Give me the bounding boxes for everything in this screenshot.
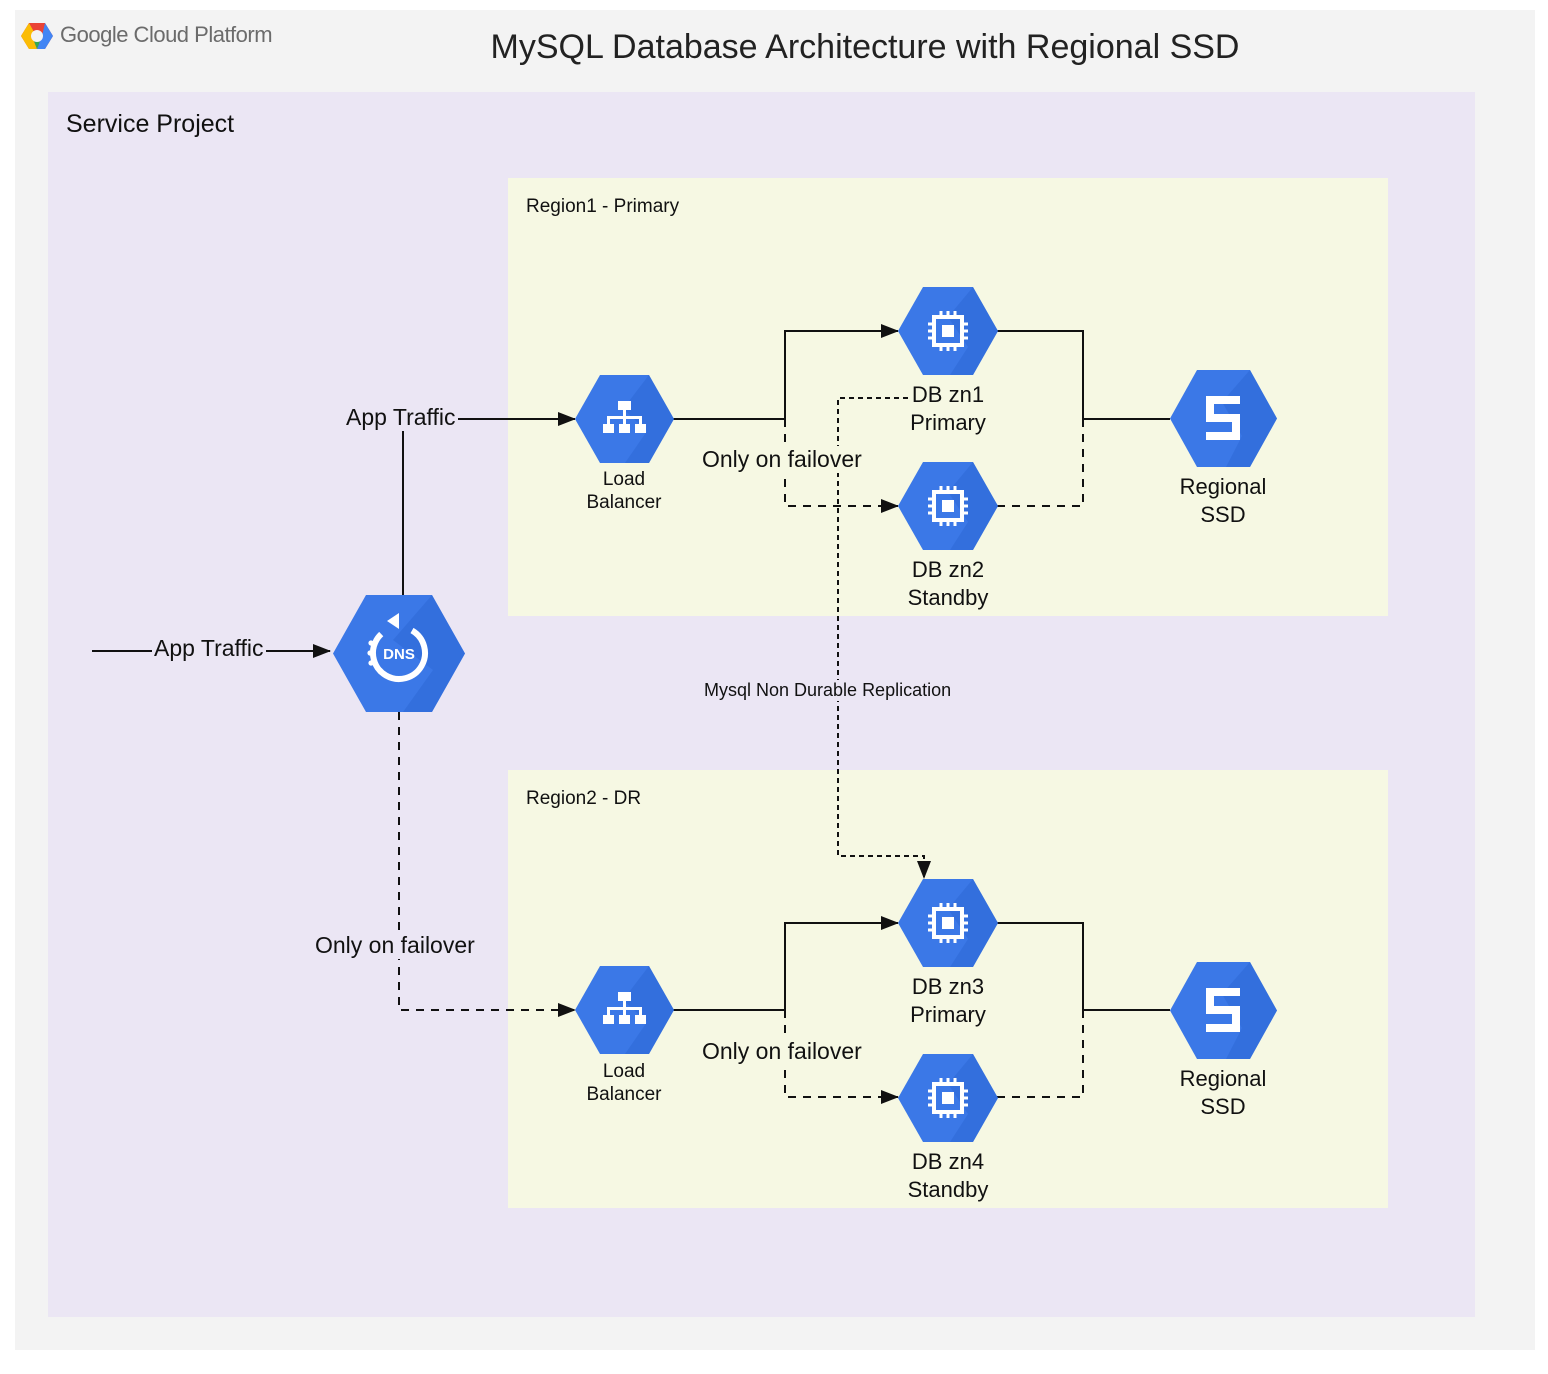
lb2-label-line1: Load: [602, 1061, 646, 1082]
db-zn3-label-line1: DB zn3: [911, 974, 985, 999]
ssd2-label-line1: Regional: [1179, 1066, 1267, 1091]
db-zn4-label-line2: Standby: [907, 1177, 989, 1202]
db-zn1-label-line1: DB zn1: [911, 382, 985, 407]
db-zn1-label-line2: Primary: [910, 410, 986, 435]
diagram-title: MySQL Database Architecture with Regiona…: [490, 28, 1240, 66]
edge-db2-to-ssd1: [997, 419, 1084, 507]
ssd2-label-line2: SSD: [1200, 1094, 1246, 1119]
compute-engine-icon: [898, 462, 998, 550]
lb1-label-line2: Balancer: [586, 492, 662, 513]
region2-failover-label: Only on failover: [700, 1038, 864, 1065]
ssd1-label-line1: Regional: [1179, 474, 1267, 499]
replication-label: Mysql Non Durable Replication: [702, 680, 954, 701]
load-balancer-icon: [575, 375, 674, 463]
edge-db3-to-ssd2: [997, 922, 1170, 1011]
compute-engine-icon: [898, 1054, 998, 1142]
db-zn2-label-line1: DB zn2: [911, 557, 985, 582]
db-zn4-label-line1: DB zn4: [911, 1149, 985, 1174]
ssd1-label: Regional SSD: [1162, 473, 1284, 529]
edge-db1-to-ssd1: [997, 330, 1170, 420]
compute-engine-icon: [898, 879, 998, 967]
compute-engine-icon: [898, 287, 998, 375]
lb1-label-line1: Load: [602, 469, 646, 490]
app-traffic-in-label: App Traffic: [152, 635, 266, 662]
edge-lb2-to-db3: [673, 916, 899, 1011]
edge-dns-failover-to-lb2: [398, 712, 576, 1017]
edge-replication: [837, 397, 931, 879]
db-zn3-label-line2: Primary: [910, 1002, 986, 1027]
edge-dns-to-lb1: [402, 412, 576, 595]
lb2-label-line2: Balancer: [586, 1084, 662, 1105]
region1-label: Region1 - Primary: [526, 196, 680, 217]
edge-db4-to-ssd2: [997, 1010, 1084, 1098]
gcp-brand-text: Google Cloud Platform: [60, 22, 273, 47]
region2-label: Region2 - DR: [526, 788, 642, 809]
db-zn2-label: DB zn2 Standby: [888, 556, 1008, 612]
ssd2-label: Regional SSD: [1162, 1065, 1284, 1121]
dns-failover-label: Only on failover: [313, 932, 477, 959]
cloud-dns-icon: DNS: [333, 595, 465, 712]
ssd1-label-line2: SSD: [1200, 502, 1246, 527]
db-zn3-label: DB zn3 Primary: [888, 973, 1008, 1029]
db-zn4-label: DB zn4 Standby: [888, 1148, 1008, 1204]
gcp-logo-icon: [21, 23, 53, 49]
app-traffic-region1-label: App Traffic: [344, 404, 458, 431]
load-balancer-icon: [575, 966, 674, 1054]
persistent-disk-icon: [1170, 370, 1277, 467]
persistent-disk-icon: [1170, 962, 1277, 1059]
service-project-label: Service Project: [66, 110, 235, 138]
region1-failover-label: Only on failover: [700, 446, 864, 473]
lb2-label: Load Balancer: [574, 1060, 674, 1106]
edge-lb1-to-db1: [673, 324, 899, 420]
db-zn1-label: DB zn1 Primary: [888, 381, 1008, 437]
lb1-label: Load Balancer: [574, 468, 674, 514]
db-zn2-label-line2: Standby: [907, 585, 989, 610]
dns-icon-text: DNS: [383, 646, 415, 663]
